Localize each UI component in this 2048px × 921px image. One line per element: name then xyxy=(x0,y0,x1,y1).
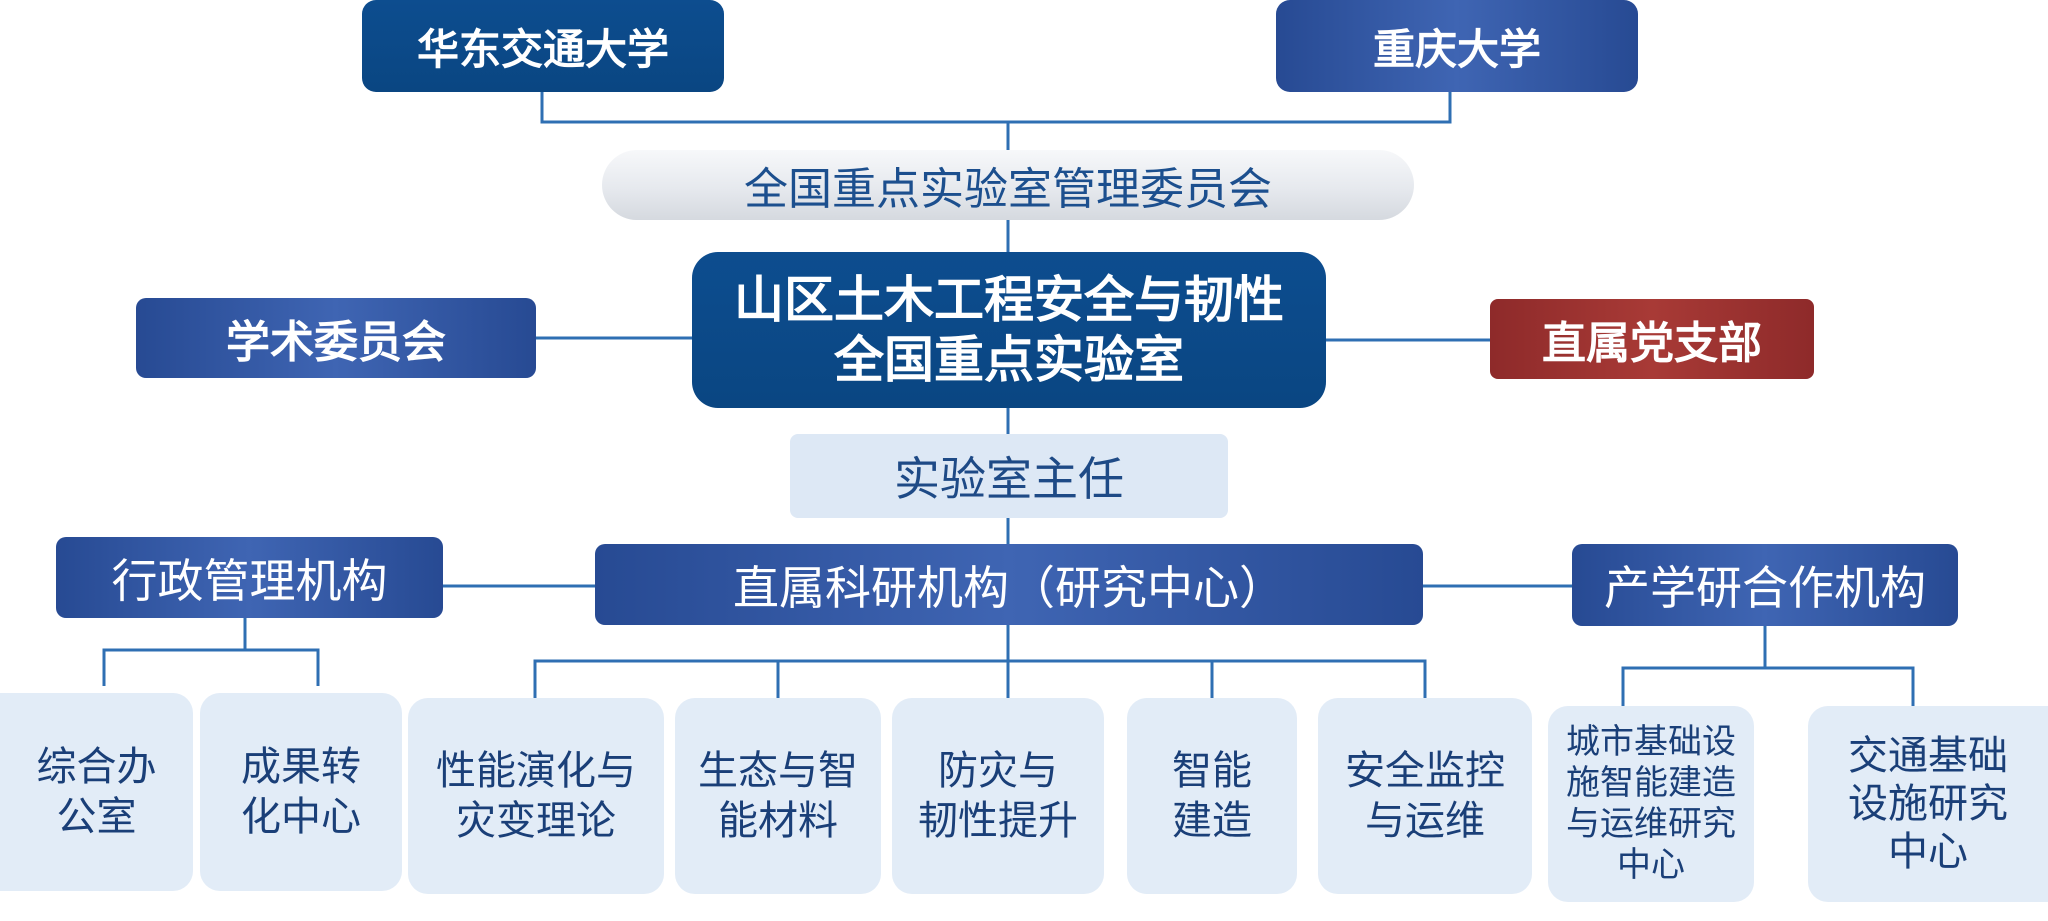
unit-safety-monitoring: 安全监控 与运维 xyxy=(1318,698,1532,894)
unit-smart-construction: 智能 建造 xyxy=(1127,698,1297,894)
branch-admin: 行政管理机构 xyxy=(56,537,443,618)
party-branch: 直属党支部 xyxy=(1490,299,1814,379)
unit-tech-transfer-center: 成果转 化中心 xyxy=(200,693,402,891)
lab-title-box: 山区土木工程安全与韧性 全国重点实验室 xyxy=(692,252,1326,408)
connector-partner-right xyxy=(1008,92,1452,124)
branch-research: 直属科研机构（研究中心） xyxy=(595,544,1423,625)
branch-industry: 产学研合作机构 xyxy=(1572,544,1958,626)
connector-research-units xyxy=(533,659,1427,698)
management-committee: 全国重点实验室管理委员会 xyxy=(602,150,1414,220)
connector-partner-left xyxy=(540,92,1008,124)
lab-director: 实验室主任 xyxy=(790,434,1228,518)
unit-general-office: 综合办 公室 xyxy=(0,693,193,891)
unit-eco-smart-materials: 生态与智 能材料 xyxy=(675,698,881,894)
unit-performance-evolution: 性能演化与 灾变理论 xyxy=(408,698,664,894)
partner-chongqing-university: 重庆大学 xyxy=(1276,0,1638,92)
unit-urban-infrastructure-center: 城市基础设 施智能建造 与运维研究 中心 xyxy=(1548,706,1754,902)
academic-committee: 学术委员会 xyxy=(136,298,536,378)
unit-transport-infrastructure-center: 交通基础 设施研究 中心 xyxy=(1808,706,2048,902)
unit-disaster-resilience: 防灾与 韧性提升 xyxy=(892,698,1104,894)
connector-industry-units xyxy=(1621,666,1915,706)
partner-east-china-jiaotong: 华东交通大学 xyxy=(362,0,724,92)
